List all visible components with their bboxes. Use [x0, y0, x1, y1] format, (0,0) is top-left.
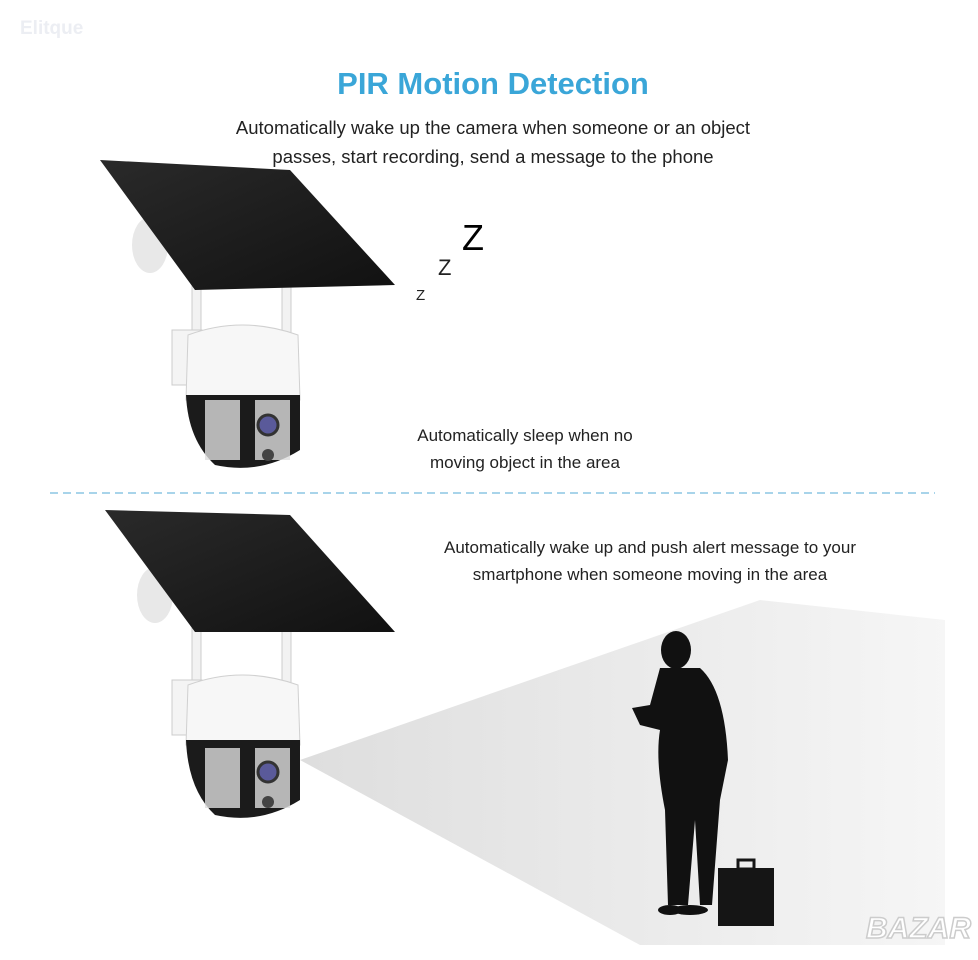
watermark-top-left: Elitque	[20, 18, 84, 39]
solar-panel	[100, 160, 395, 290]
sleep-caption: Automatically sleep when no moving objec…	[360, 422, 690, 476]
briefcase	[718, 858, 774, 926]
sleep-caption-line-1: Automatically sleep when no	[417, 426, 633, 445]
wake-caption-line-2: smartphone when someone moving in the ar…	[472, 565, 828, 584]
person-silhouette	[632, 631, 728, 915]
sleep-z-large: Z	[462, 217, 484, 258]
sleep-caption-line-2: moving object in the area	[430, 453, 620, 472]
wake-caption: Automatically wake up and push alert mes…	[370, 534, 930, 588]
sleep-z-medium: Z	[438, 255, 451, 280]
subtitle: Automatically wake up the camera when so…	[0, 113, 978, 171]
solar-panel	[105, 510, 395, 632]
wake-caption-line-1: Automatically wake up and push alert mes…	[443, 538, 856, 557]
watermark-bazar-logo: BAZAR	[865, 911, 972, 946]
camera-active	[105, 510, 395, 818]
camera-sleeping	[100, 160, 395, 468]
detection-beam	[300, 600, 945, 945]
page-title: PIR Motion Detection	[337, 66, 649, 101]
subtitle-line-2: passes, start recording, send a message …	[272, 146, 714, 167]
subtitle-line-1: Automatically wake up the camera when so…	[235, 117, 751, 138]
sleep-z-small: Z	[416, 287, 425, 304]
